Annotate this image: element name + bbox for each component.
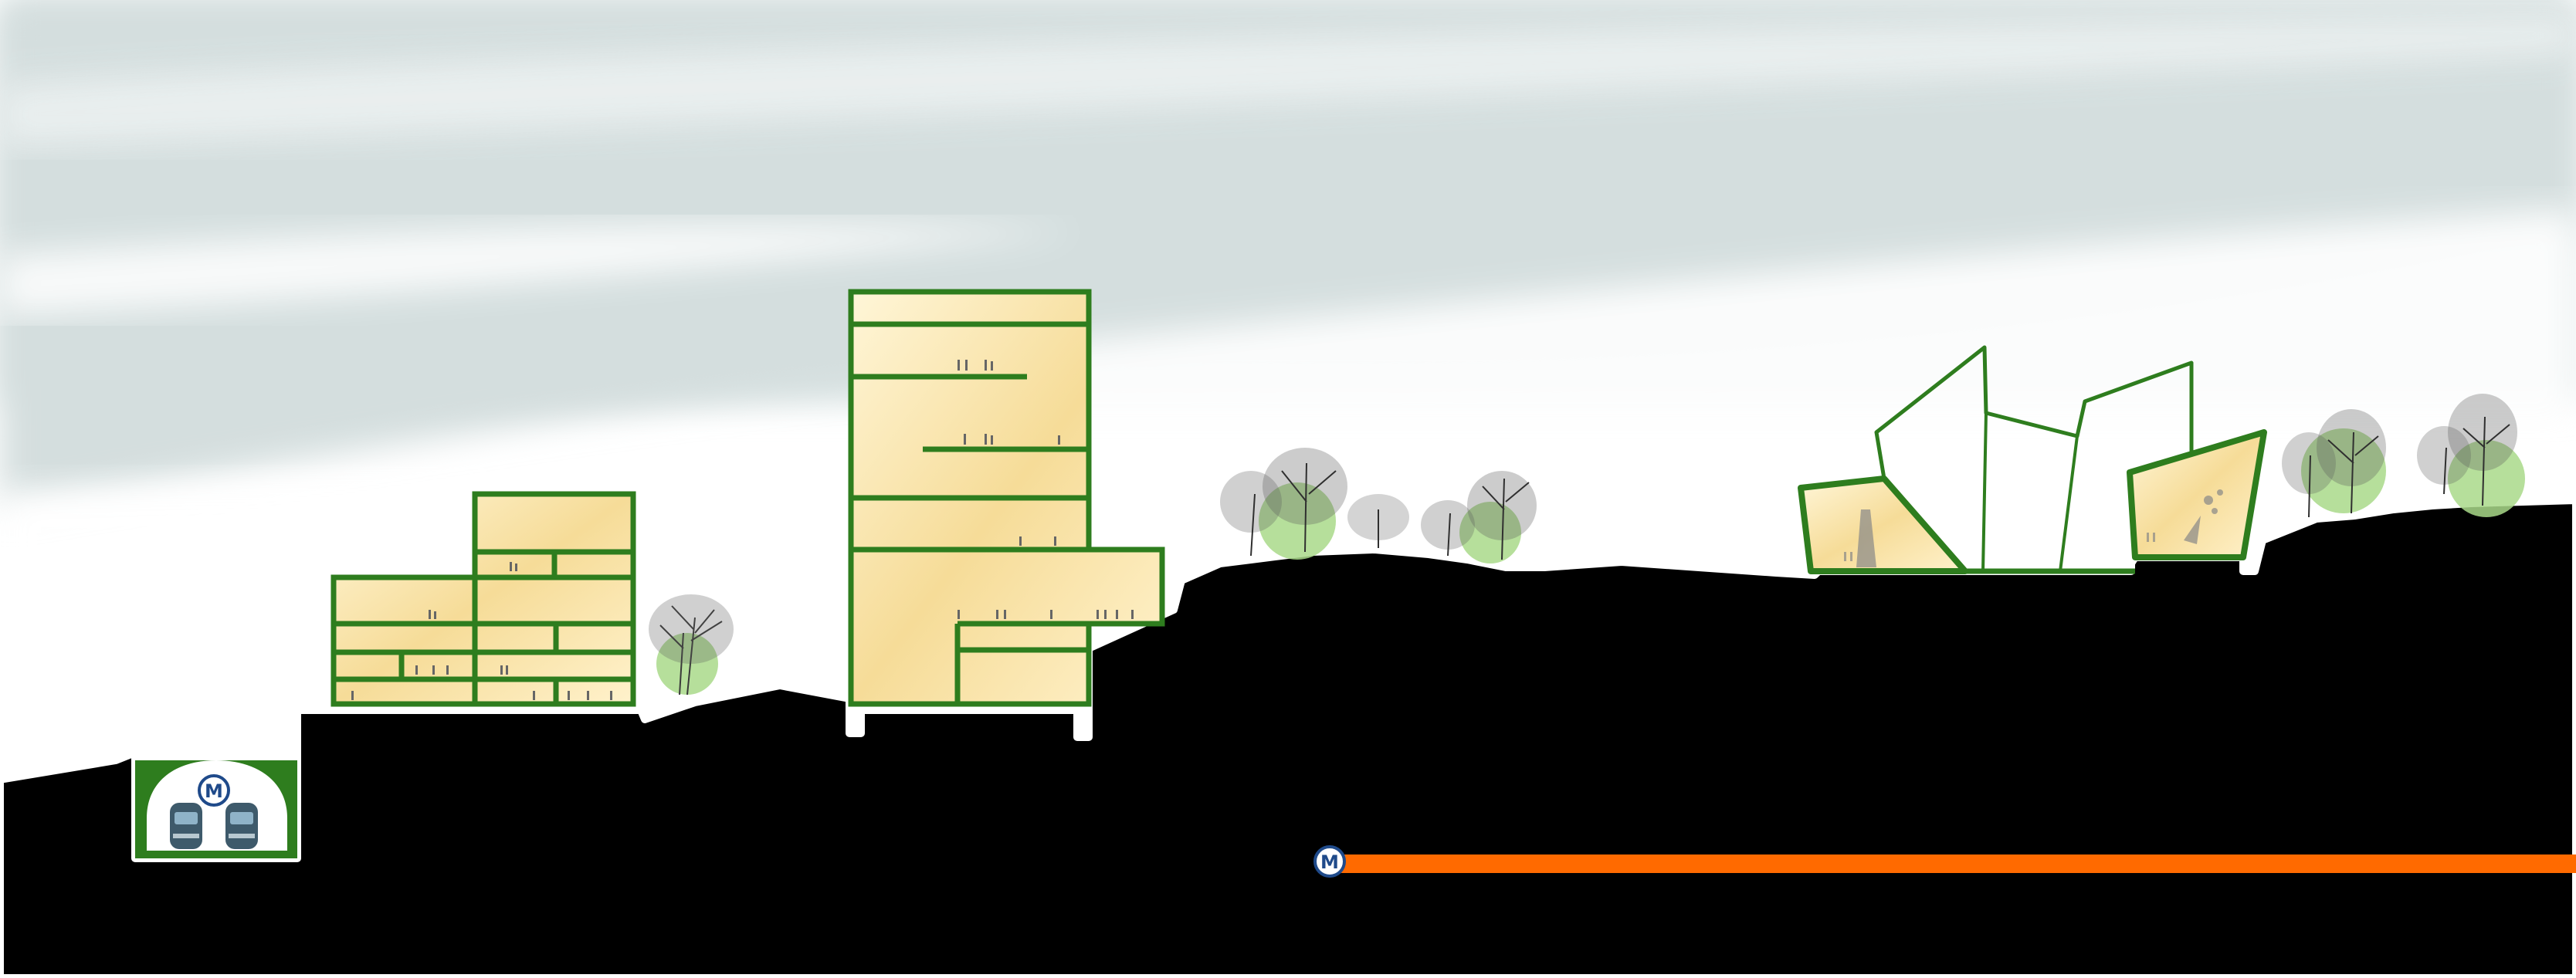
building-left-figures — [351, 562, 612, 700]
pavilion-sculptures — [1844, 489, 2223, 567]
tree-cluster-3 — [2282, 394, 2525, 518]
metro-station-symbol: M — [205, 780, 223, 802]
trees — [649, 394, 2525, 695]
tree-cluster-1 — [649, 594, 734, 695]
tree-cluster-2 — [1220, 448, 1537, 563]
metro-train-left — [170, 803, 202, 849]
building-tower — [848, 289, 1165, 707]
metro-line: M — [1313, 845, 2576, 878]
building-cultural-pavilion — [1798, 345, 2267, 574]
metro-station-badge: M — [198, 774, 230, 807]
metro-line-track — [1330, 854, 2576, 873]
metro-station-tunnel: M — [135, 760, 297, 858]
metro-line-badge: M — [1313, 845, 1346, 878]
metro-train-right — [225, 803, 258, 849]
building-tower-figures — [958, 360, 1134, 619]
metro-line-symbol: M — [1320, 851, 1339, 873]
building-left — [330, 491, 636, 707]
